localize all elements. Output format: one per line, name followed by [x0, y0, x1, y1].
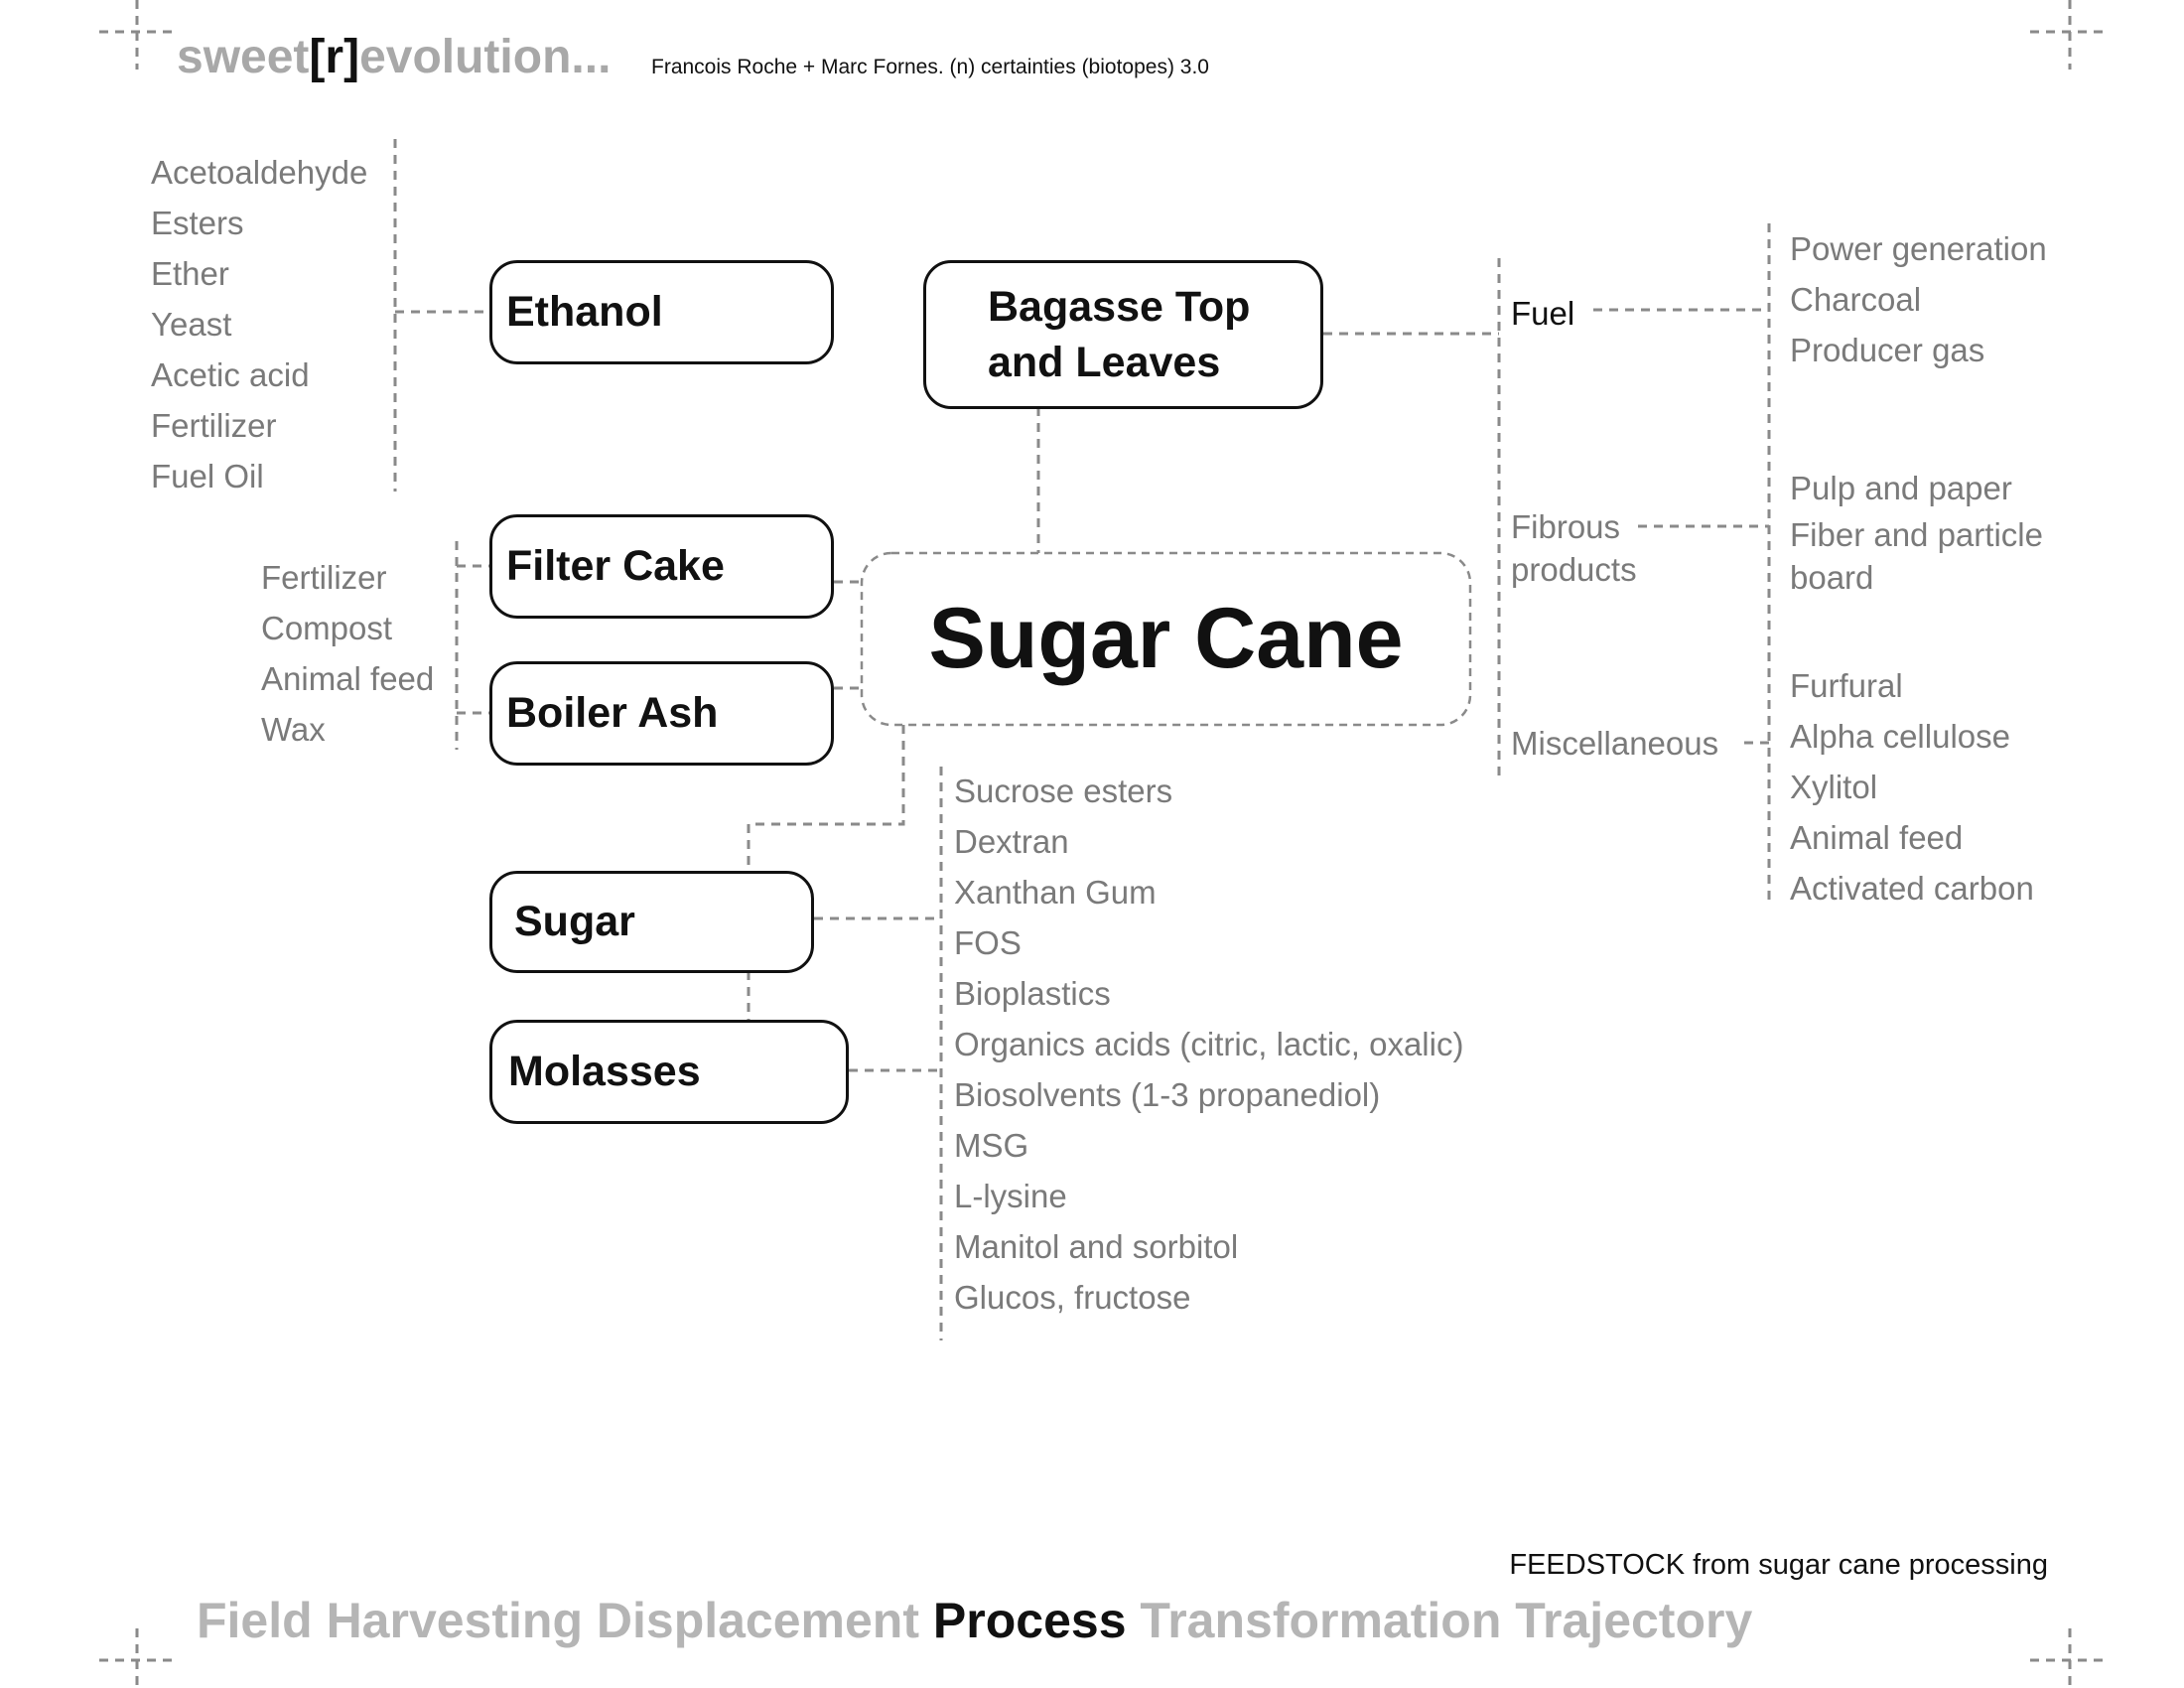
list-item: Xanthan Gum [954, 874, 1157, 911]
footer-t2: Process [932, 1593, 1127, 1648]
bagasse-label-line1: Bagasse Top [988, 283, 1251, 331]
brand-mid: [r] [309, 31, 360, 83]
list-item: Fuel Oil [151, 458, 264, 494]
list-item: Power generation [1790, 230, 2047, 267]
list-item: Organics acids (citric, lactic, oxalic) [954, 1026, 1464, 1062]
filter-cake-node: Filter Cake [489, 514, 834, 619]
list-item: Alpha cellulose [1790, 718, 2010, 755]
center-box-outline [860, 551, 1472, 727]
misc-label: Miscellaneous [1511, 725, 1719, 762]
list-item: Acetic acid [151, 356, 310, 393]
fuel-label: Fuel [1511, 295, 1575, 332]
list-item: Compost [261, 610, 393, 646]
bagasse-label: Bagasse Top and Leaves [988, 279, 1250, 390]
list-item: Fertilizer [261, 559, 387, 596]
caption: FEEDSTOCK from sugar cane processing [1509, 1549, 2048, 1581]
list-item: Fertilizer [151, 407, 277, 444]
fibrous-label-line1: Fibrous [1511, 508, 1621, 545]
list-item: MSG [954, 1127, 1029, 1164]
list-item: Wax [261, 711, 326, 748]
brand-pre: sweet [177, 31, 310, 83]
list-item: Animal feed [261, 660, 435, 697]
list-item: Animal feed [1790, 819, 1964, 856]
list-item: Activated carbon [1790, 870, 2034, 907]
list-item: Esters [151, 205, 244, 241]
footer-t1: Field Harvesting Displacement [197, 1593, 920, 1648]
misc-products-list: Furfural Alpha cellulose Xylitol Animal … [1790, 660, 2034, 914]
filter-cake-label: Filter Cake [506, 542, 725, 590]
center-node: Sugar Cane [862, 553, 1470, 725]
bagasse-label-line2: and Leaves [988, 339, 1221, 386]
list-item: Glucos, fructose [954, 1279, 1191, 1316]
list-item: Biosolvents (1-3 propanediol) [954, 1076, 1381, 1113]
list-item: Yeast [151, 306, 232, 343]
sugar-products-list: Sucrose esters Dextran Xanthan Gum FOS B… [954, 766, 1463, 1323]
ethanol-label: Ethanol [506, 288, 663, 336]
list-item: Manitol and sorbitol [954, 1228, 1239, 1265]
ethanol-products-list: Acetoaldehyde Esters Ether Yeast Acetic … [151, 147, 367, 501]
cake-ash-products-list: Fertilizer Compost Animal feed Wax [261, 552, 434, 755]
boiler-ash-node: Boiler Ash [489, 661, 834, 766]
footer-title: Field Harvesting Displacement Process Tr… [197, 1592, 1752, 1649]
list-item: Acetoaldehyde [151, 154, 368, 191]
bagasse-node: Bagasse Top and Leaves [923, 260, 1323, 409]
fibrous-label: Fibrous products [1511, 505, 1637, 591]
list-item: Producer gas [1790, 332, 1985, 368]
fuel-products-list: Power generation Charcoal Producer gas [1790, 223, 2047, 375]
list-item: board [1790, 559, 1874, 596]
sugar-node: Sugar [489, 871, 814, 973]
brand-post: evolution... [359, 31, 612, 83]
list-item: Fiber and particle [1790, 516, 2043, 553]
fibrous-label-line2: products [1511, 551, 1637, 588]
credit-line: Francois Roche + Marc Fornes. (n) certai… [651, 56, 1209, 78]
brand-title: sweet[r]evolution... [177, 30, 611, 84]
list-item: Dextran [954, 823, 1069, 860]
molasses-label: Molasses [508, 1048, 701, 1095]
footer-t3: Transformation Trajectory [1140, 1593, 1753, 1648]
center-label: Sugar Cane [928, 591, 1404, 686]
molasses-node: Molasses [489, 1020, 849, 1124]
list-item: Pulp and paper [1790, 470, 2012, 506]
list-item: Bioplastics [954, 975, 1111, 1012]
list-item: Xylitol [1790, 769, 1878, 805]
sugar-label: Sugar [514, 898, 635, 945]
list-item: L-lysine [954, 1178, 1067, 1214]
list-item: Charcoal [1790, 281, 1922, 318]
fibrous-products-list: Pulp and paper Fiber and particle board [1790, 463, 2043, 599]
boiler-ash-label: Boiler Ash [506, 689, 719, 737]
ethanol-node: Ethanol [489, 260, 834, 364]
list-item: Sucrose esters [954, 773, 1173, 809]
list-item: Ether [151, 255, 229, 292]
list-item: FOS [954, 924, 1022, 961]
list-item: Furfural [1790, 667, 1903, 704]
